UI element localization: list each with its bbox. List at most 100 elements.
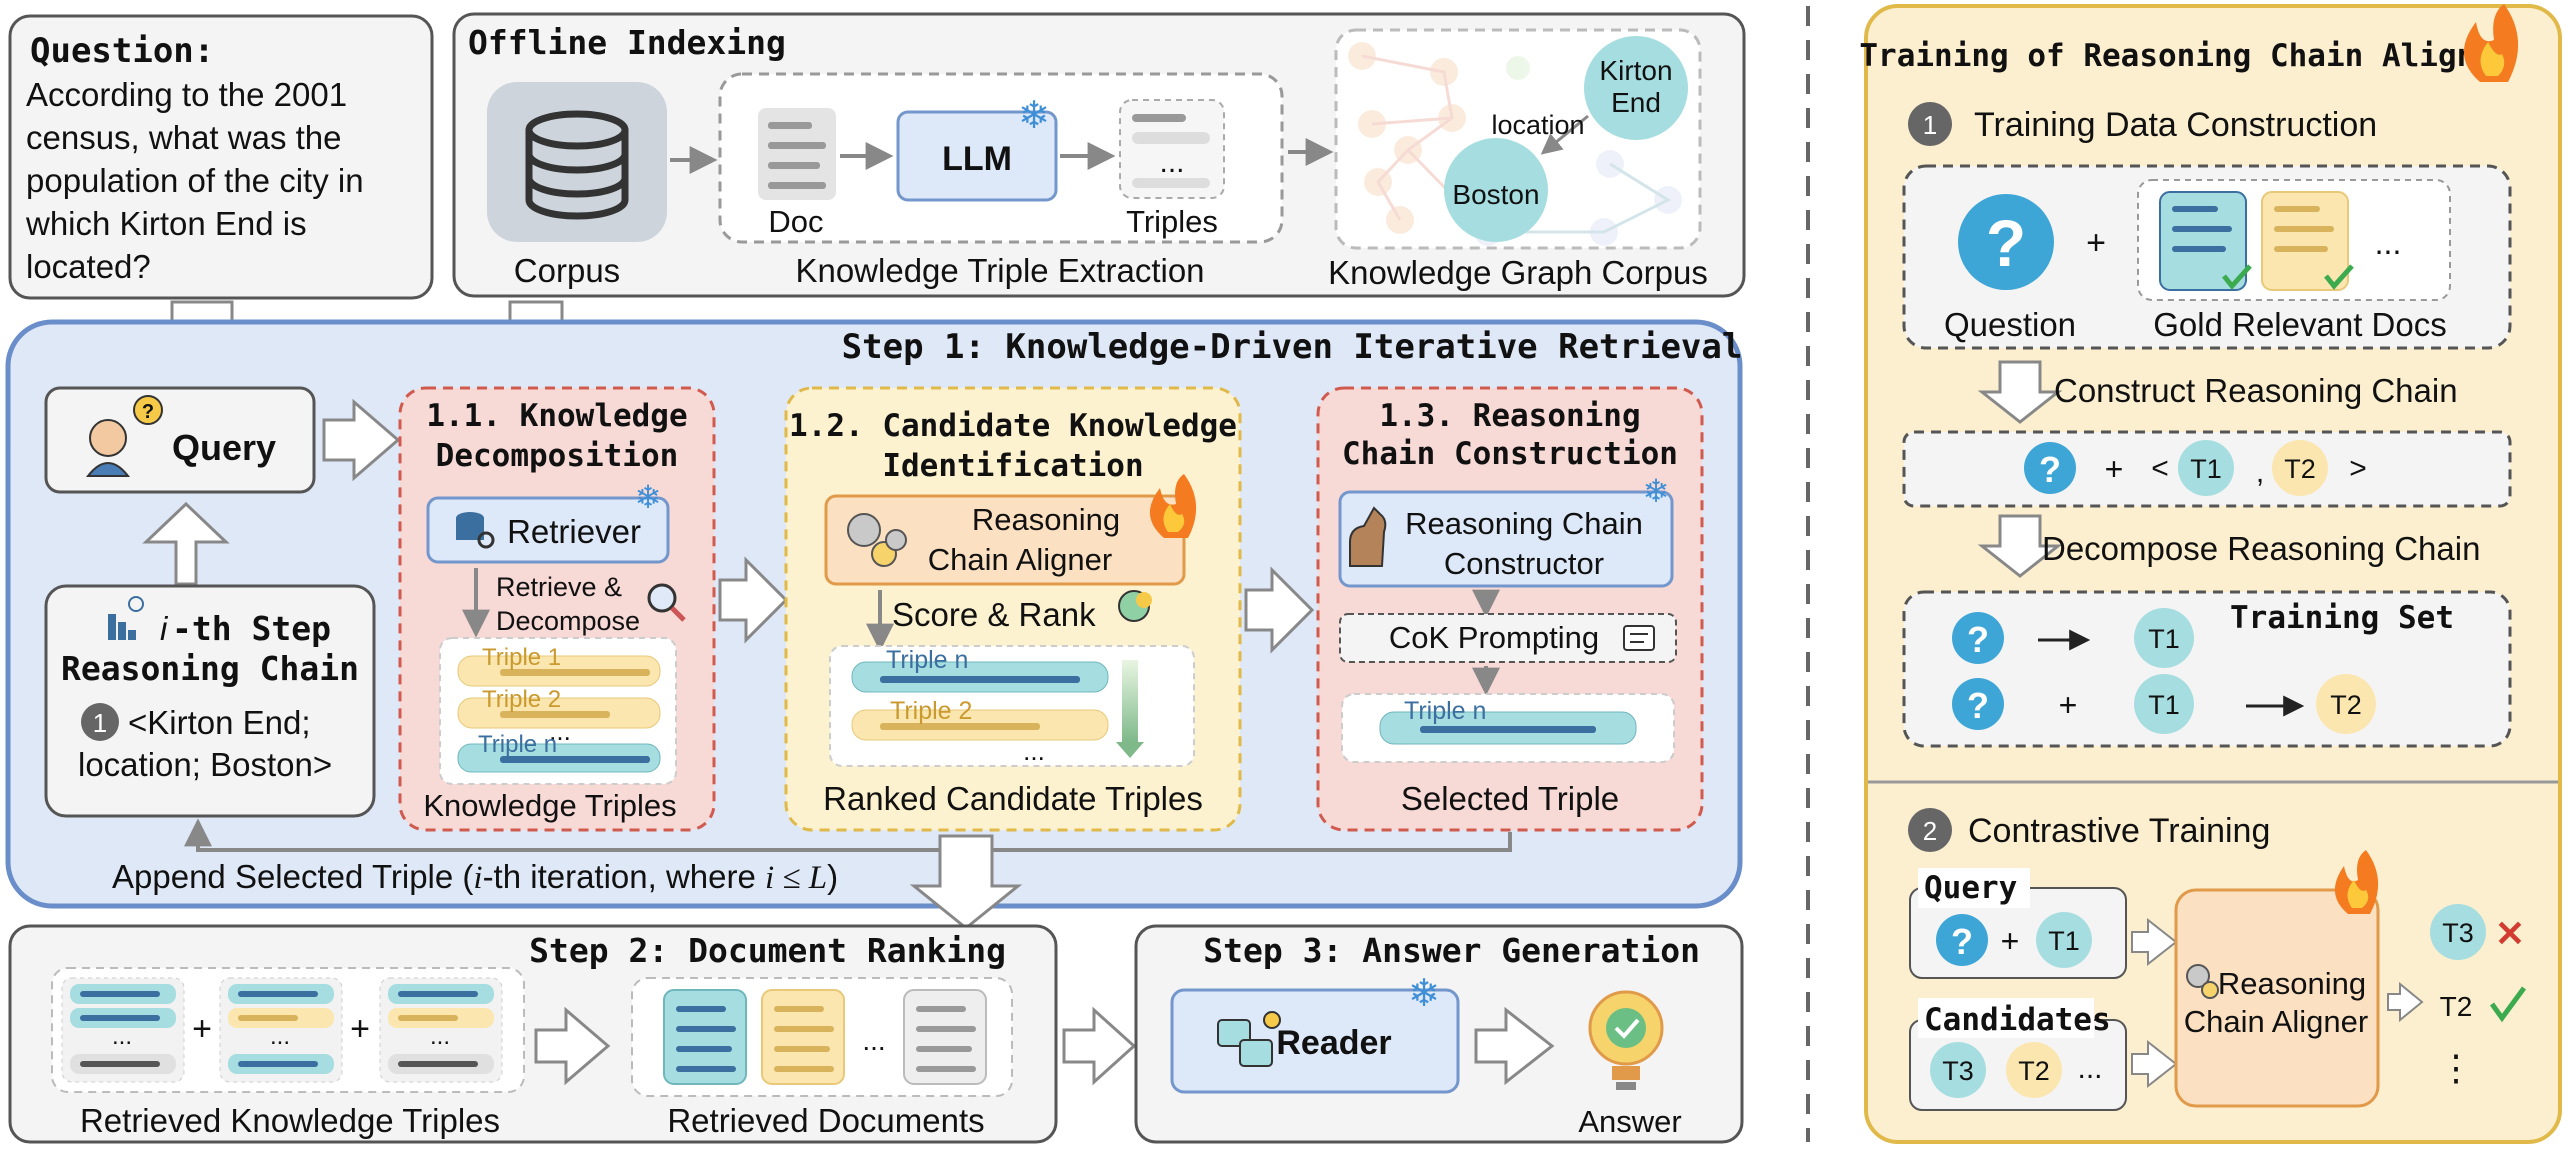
candidates-label: Candidates: [1924, 1002, 2111, 1038]
retrieve-decompose-1: Retrieve &: [496, 572, 622, 602]
kd-title-2: Decomposition: [436, 438, 679, 474]
corpus-label: Corpus: [514, 252, 620, 289]
svg-text:...: ...: [430, 1023, 450, 1050]
candidate-ellipsis: ...: [2077, 1052, 2102, 1085]
s2-title: Contrastive Training: [1968, 812, 2270, 850]
question-line-3: population of the city in: [26, 162, 364, 199]
gold-label: Gold Relevant Docs: [2153, 306, 2446, 343]
step-number-badge: [81, 703, 119, 741]
correct-icon: [2489, 986, 2527, 1023]
triples-ellipsis: ...: [1159, 146, 1184, 179]
llama-icon: [1349, 506, 1387, 567]
chain-t1: T1: [2190, 454, 2222, 484]
constructor-line-1: Reasoning Chain: [1405, 506, 1643, 541]
retrieve-decompose-2: Decompose: [496, 606, 640, 636]
docs-ellipsis: ...: [862, 1025, 885, 1056]
gear-bulb-icon-training: [2186, 964, 2219, 999]
query-label: Query: [172, 427, 276, 468]
comma: ,: [2256, 456, 2264, 489]
kg-node1-line1: Kirton: [1599, 55, 1672, 86]
ith-i: i: [160, 610, 169, 647]
database-search-icon: [456, 512, 495, 549]
ith-content-1: <Kirton End;: [128, 704, 311, 741]
candidate-t2: T2: [2018, 1056, 2050, 1086]
score-rank-icon: [1118, 590, 1152, 622]
step2-panel: Step 2: Document Ranking ... + ... + ...…: [8, 924, 1058, 1144]
offline-indexing-box: Offline Indexing Corpus Doc LLM ❄ ... Tr…: [452, 12, 1746, 298]
svg-text:...: ...: [549, 716, 571, 746]
fire-icon: [1149, 474, 1197, 538]
training-plus-1: +: [2086, 224, 2106, 262]
ts-t2: T2: [2330, 690, 2362, 720]
triple-group-3: ...: [379, 977, 503, 1083]
cki-caption: Ranked Candidate Triples: [823, 780, 1203, 817]
kg-edge-label: location: [1491, 110, 1584, 140]
step1-title: Step 1: Knowledge-Driven Iterative Retri…: [842, 327, 1743, 367]
llm-label: LLM: [942, 140, 1012, 178]
cki-title-2: Identification: [882, 448, 1143, 484]
llm-box: [896, 110, 1058, 202]
append-prefix: Append Selected Triple (i-th iteration, …: [112, 858, 838, 896]
training-plus-3: +: [2059, 687, 2078, 723]
result-vdots: ⋮: [2438, 1047, 2474, 1088]
arrow-step1-down: [909, 834, 1023, 930]
feedback-arrow: [184, 818, 1512, 852]
triple-1: Triple 1: [482, 644, 561, 671]
training-set-label: Training Set: [2230, 600, 2454, 636]
reader-label: Reader: [1276, 1024, 1391, 1062]
question-box: Question: According to the 2001 census, …: [8, 14, 434, 300]
kte-label: Knowledge Triple Extraction: [795, 252, 1204, 289]
offline-title: Offline Indexing: [468, 23, 786, 62]
ranked-triple-2: Triple 2: [890, 697, 972, 725]
s2-num: 2: [1923, 816, 1937, 846]
kd-caption: Knowledge Triples: [423, 788, 676, 823]
svg-text:?: ?: [2039, 449, 2061, 490]
question-line-5: located?: [26, 248, 151, 285]
constructor-box: [1338, 490, 1674, 588]
s1-num: 1: [1923, 110, 1937, 140]
fire-icon-aligner: [2334, 850, 2379, 914]
aligner-box: [824, 494, 1186, 586]
svg-text:...: ...: [112, 1023, 132, 1050]
aligner-line-2: Chain Aligner: [928, 542, 1112, 577]
plus-1: +: [192, 1010, 212, 1048]
retrieved-docs-label: Retrieved Documents: [667, 1102, 984, 1139]
cki-title-1: 1.2. Candidate Knowledge: [789, 408, 1237, 444]
contrastive-aligner-box: [2174, 888, 2380, 1108]
rcc-caption: Selected Triple: [1401, 780, 1619, 817]
contrastive-aligner-2: Chain Aligner: [2184, 1004, 2368, 1039]
svg-text:...: ...: [1023, 736, 1045, 766]
rcc-title-1: 1.3. Reasoning: [1379, 398, 1640, 434]
kg-node-kirton-end: [1584, 36, 1688, 140]
ith-title: -th Step: [172, 609, 331, 648]
question-mark-icon: ?: [1958, 194, 2054, 290]
wrong-icon: ✕: [2495, 913, 2525, 954]
kg-label: Knowledge Graph Corpus: [1328, 254, 1708, 291]
kg-node-boston: [1444, 138, 1548, 242]
cok-prompting-box: [1339, 613, 1677, 663]
gt: >: [2349, 452, 2367, 485]
construct-label: Construct Reasoning Chain: [2054, 372, 2458, 409]
triple-group-2: ...: [219, 977, 343, 1083]
snowflake-icon-retriever: ❄: [635, 479, 662, 515]
training-plus-4: +: [2001, 923, 2020, 959]
training-plus-2: +: [2105, 451, 2124, 487]
constructor-line-2: Constructor: [1444, 546, 1604, 581]
ith-title-2: Reasoning Chain: [61, 649, 359, 688]
lt: <: [2151, 452, 2169, 485]
snowflake-icon-constructor: ❄: [1643, 473, 1670, 509]
gold-doc-1: [2159, 191, 2247, 291]
gear-bulb-icon: [847, 513, 907, 567]
snowflake-icon-reader: ❄: [1408, 973, 1440, 1015]
svg-text:?: ?: [1967, 685, 1989, 726]
candidate-t3: T3: [1942, 1056, 1974, 1086]
ith-content-2: location; Boston>: [78, 746, 332, 783]
step1-panel: Step 1: Knowledge-Driven Iterative Retri…: [5, 319, 1743, 909]
cok-label: CoK Prompting: [1389, 620, 1599, 655]
ts-t1-a: T1: [2148, 624, 2180, 654]
training-panel: Training of Reasoning Chain Aligner 1 Tr…: [1859, 4, 2562, 1144]
reader-qa-icon: [1217, 1011, 1281, 1067]
result-t2: T2: [2440, 991, 2473, 1022]
svg-text:?: ?: [1967, 619, 1989, 660]
